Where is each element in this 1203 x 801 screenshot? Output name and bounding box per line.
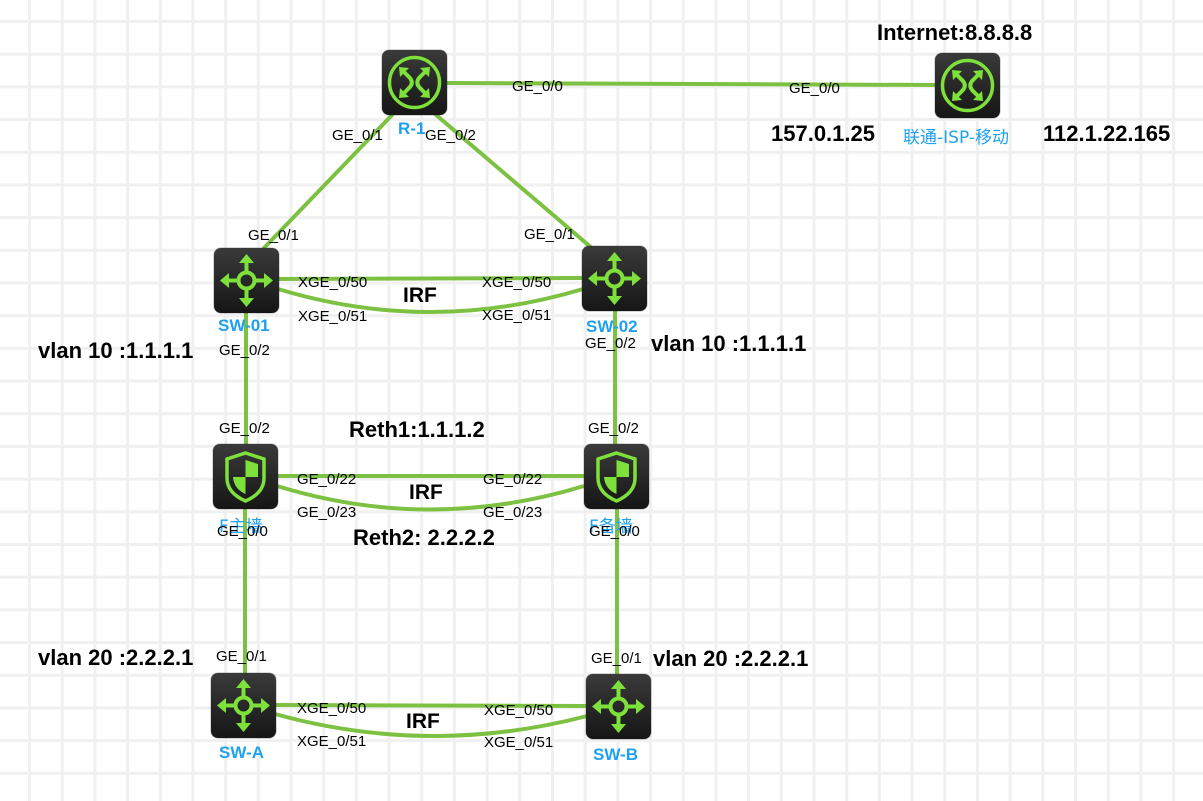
port-label: GE_0/1 — [524, 226, 575, 243]
link-r1-isp[interactable] — [445, 81, 936, 87]
port-label: GE_0/0 — [217, 523, 268, 540]
switch-icon — [215, 677, 272, 734]
port-label: XGE_0/50 — [297, 700, 367, 717]
switch-icon — [590, 678, 647, 735]
port-label: XGE_0/51 — [298, 308, 368, 325]
port-label: GE_0/1 — [248, 227, 299, 244]
port-label: XGE_0/51 — [482, 307, 552, 324]
port-label: GE_0/2 — [588, 420, 639, 437]
switch-sw02[interactable] — [582, 246, 647, 311]
irf-label-access: IRF — [406, 710, 440, 733]
link-r1-sw01[interactable] — [261, 112, 395, 251]
port-label: GE_0/2 — [219, 420, 270, 437]
firewall-shield-icon — [596, 451, 637, 503]
sw02-vlan-label: vlan 10 :1.1.1.1 — [651, 331, 807, 356]
reth2-label: Reth2: 2.2.2.2 — [353, 525, 495, 550]
switch-icon — [218, 252, 275, 309]
port-label: XGE_0/51 — [297, 733, 367, 750]
switch-swa[interactable] — [211, 673, 276, 738]
port-label: GE_0/1 — [332, 127, 383, 144]
irf-label-switches: IRF — [403, 284, 437, 307]
firewall-backup[interactable] — [584, 444, 649, 509]
firewall-main[interactable] — [213, 444, 278, 509]
router-r1[interactable] — [382, 50, 447, 115]
device-label-swb: SW-B — [593, 745, 638, 764]
port-label: GE_0/1 — [216, 648, 267, 665]
link-swa-swb-xge51[interactable] — [274, 712, 588, 738]
link-sw01-sw02-xge50[interactable] — [277, 276, 584, 281]
isp-left-ip: 157.0.1.25 — [771, 121, 875, 146]
router-icon — [940, 58, 995, 113]
port-label: GE_0/22 — [483, 471, 543, 488]
port-label: GE_0/23 — [483, 504, 543, 521]
port-label: GE_0/2 — [219, 342, 270, 359]
switch-sw01[interactable] — [214, 248, 279, 313]
swb-vlan-label: vlan 20 :2.2.2.1 — [653, 646, 809, 671]
port-label: GE_0/1 — [591, 650, 642, 667]
reth1-label: Reth1:1.1.1.2 — [349, 417, 485, 442]
swa-vlan-label: vlan 20 :2.2.2.1 — [38, 645, 194, 670]
switch-icon — [586, 250, 643, 307]
port-label: GE_0/23 — [297, 504, 357, 521]
internet-label: Internet:8.8.8.8 — [877, 20, 1033, 45]
device-label-fw-main: F主墙 — [219, 517, 263, 537]
link-r1-sw02[interactable] — [433, 112, 595, 251]
port-label: XGE_0/50 — [484, 702, 554, 719]
device-label-sw01: SW-01 — [218, 316, 270, 335]
port-label: GE_0/22 — [297, 471, 357, 488]
router-icon — [387, 55, 442, 110]
switch-swb[interactable] — [586, 674, 651, 739]
link-sw01-sw02-xge51[interactable] — [277, 287, 584, 314]
device-label-fw-backup: F备墙 — [589, 517, 633, 537]
link-swa-swb-xge50[interactable] — [274, 703, 588, 708]
link-fw-ge23[interactable] — [276, 484, 585, 512]
port-label: GE_0/0 — [589, 523, 640, 540]
sw01-vlan-label: vlan 10 :1.1.1.1 — [38, 338, 194, 363]
isp-right-ip: 112.1.22.165 — [1043, 121, 1171, 146]
port-label: XGE_0/50 — [482, 274, 552, 291]
device-label-r1: R-1 — [398, 119, 426, 138]
router-isp[interactable] — [935, 53, 1000, 118]
port-label: GE_0/0 — [789, 80, 840, 97]
device-label-sw02: SW-02 — [586, 317, 638, 336]
port-label: GE_0/0 — [512, 78, 563, 95]
device-label-isp: 联通-ISP-移动 — [903, 128, 1009, 148]
irf-label-firewalls: IRF — [409, 481, 443, 504]
device-label-swa: SW-A — [219, 743, 264, 762]
port-label: GE_0/2 — [425, 127, 476, 144]
port-label: GE_0/2 — [585, 335, 636, 352]
port-label: XGE_0/50 — [298, 274, 368, 291]
port-label: XGE_0/51 — [484, 734, 554, 751]
firewall-shield-icon — [225, 451, 266, 503]
